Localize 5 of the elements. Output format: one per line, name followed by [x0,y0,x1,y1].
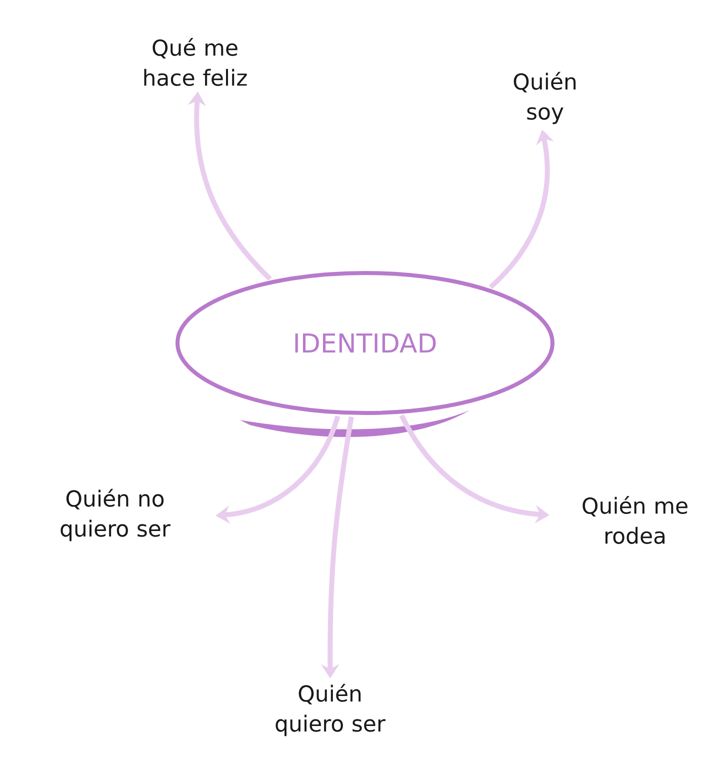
topic-text: Quién soy [514,72,576,124]
topic-text: Quién quiero ser [276,684,386,736]
topic-text: Quién me rodea [582,496,688,544]
topic-text: Quién no quiero ser [60,488,170,542]
topic-text: Qué me hace feliz [144,38,247,86]
